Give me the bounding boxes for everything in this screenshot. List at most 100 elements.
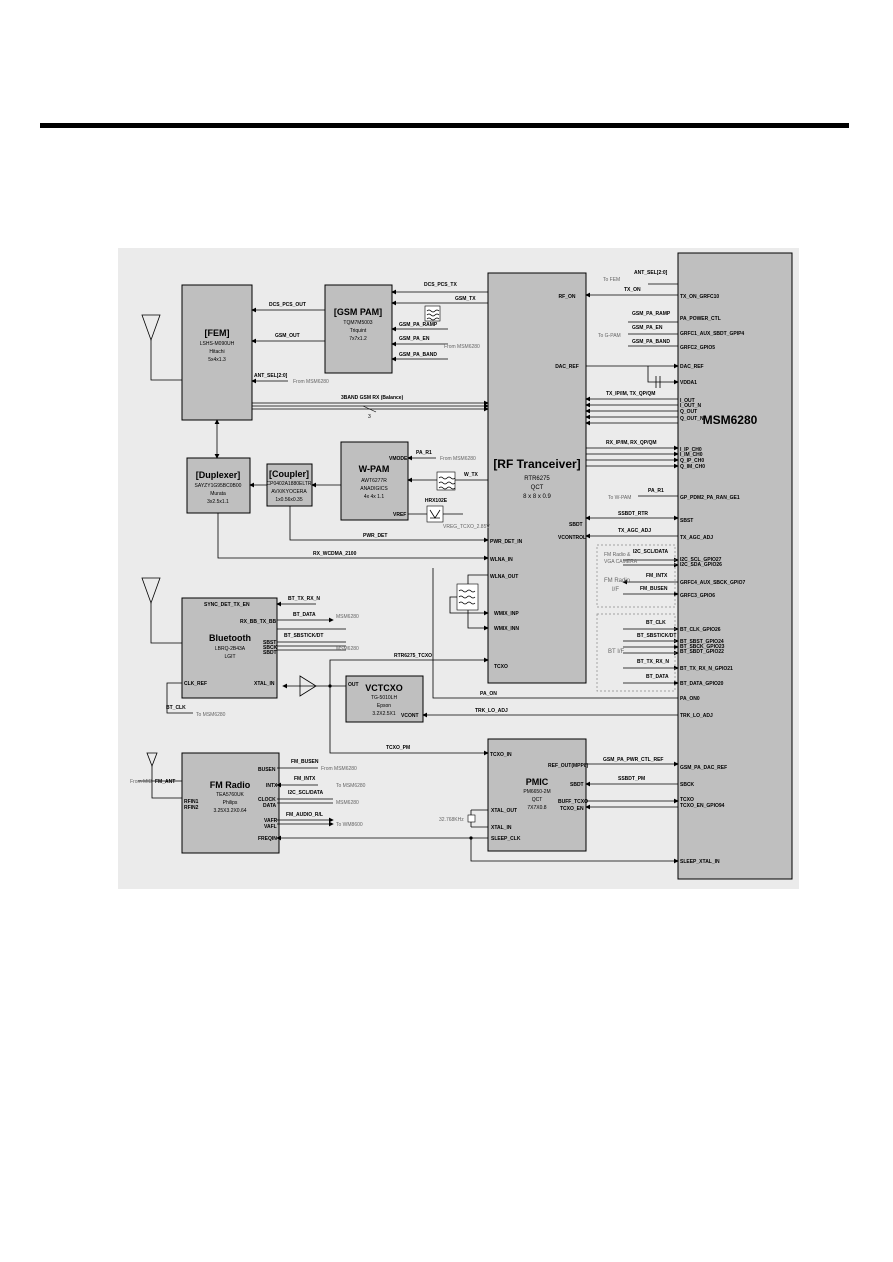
- header-rule: [40, 123, 849, 128]
- msm-pin-label: PA_POWER_CTL: [680, 316, 721, 322]
- label-tcxo-in: TCXO_IN: [490, 752, 512, 758]
- label-rx-bb: RX_BB_TX_BB: [240, 619, 277, 625]
- wpam-title: W-PAM: [359, 464, 390, 474]
- label-fm-audio: FM_AUDIO_R/L: [286, 812, 323, 818]
- bt-if-group: [596, 613, 676, 692]
- coupler-title: [Coupler]: [269, 469, 309, 479]
- gsm-pam-title: [GSM PAM]: [334, 307, 382, 317]
- fem-title: [FEM]: [205, 328, 230, 338]
- fm-radio-title: FM Radio: [210, 780, 251, 790]
- msm-pin-label: TX_AGC_ADJ: [680, 535, 713, 541]
- label-bt-tx-msm: BT_TX_RX_N: [637, 659, 669, 665]
- rf-title: [RF Tranceiver]: [493, 457, 580, 471]
- label-tcxo-rf: TCXO: [494, 664, 508, 670]
- label-bt-data: BT_DATA: [293, 612, 316, 618]
- label-gsm-out: GSM_OUT: [275, 333, 300, 339]
- msm-pin-label: TX_ON_GRFC10: [680, 294, 719, 300]
- msm-pin-label: SLEEP_XTAL_IN: [680, 859, 720, 865]
- fm-if-group: [596, 544, 676, 608]
- bluetooth-block: Bluetooth LBRQ-2B43A LGIT: [181, 597, 278, 699]
- wpam-part: AWT6277R: [361, 478, 387, 484]
- label-gsm-pa-ramp: GSM_PA_RAMP: [399, 322, 438, 328]
- vctcxo-vendor: Epson: [377, 703, 391, 709]
- label-gsm-pa-pwr: GSM_PA_PWR_CTL_REF: [603, 757, 663, 763]
- label-vcont: VCONT: [401, 713, 419, 719]
- label-bt-clk-msm: BT_CLK: [646, 620, 666, 626]
- hrx-detector-icon: HRX102E: [425, 498, 448, 523]
- pmic-block: PMIC PM6650-2M QCT 7X7X0.8: [487, 738, 587, 852]
- msm-pin-label: Q_OUT: [680, 409, 697, 415]
- pmic-title: PMIC: [526, 777, 549, 787]
- label-ant-sel-msm: ANT_SEL[2:0]: [634, 270, 668, 276]
- fm-radio-size: 3.25X3.2X0.64: [213, 808, 246, 814]
- duplexer-size: 3x2.5x1.1: [207, 499, 229, 505]
- rf-vendor: QCT: [531, 485, 544, 491]
- label-data: DATA: [263, 803, 277, 809]
- msm-pin-label: TRK_LO_ADJ: [680, 713, 713, 719]
- label-sleep-clk: SLEEP_CLK: [491, 836, 521, 842]
- label-fm-busen-msm: FM_BUSEN: [640, 586, 668, 592]
- label-fm-ant: FM_ANT: [155, 779, 175, 785]
- label-sync-det: SYNC_DET_TX_EN: [204, 602, 250, 608]
- label-vcontrol: VCONTROL: [558, 535, 586, 541]
- msm-pin-label: GRFC1_AUX_SBDT_GPIP4: [680, 331, 744, 337]
- label-tcxo-en: TCXO_EN: [560, 806, 584, 812]
- pmic-part: PM6650-2M: [523, 789, 550, 795]
- label-fm-if: FM Radio: [604, 578, 631, 584]
- msm-pin-label: VDDA1: [680, 380, 697, 386]
- label-ref-out: REF_OUT(MPP8): [548, 763, 589, 769]
- msm-pin-label: PA_ON0: [680, 696, 700, 702]
- duplexer-part: SAYZY1G95BC0B00: [195, 483, 242, 489]
- msm-pin-label: SBCK: [680, 782, 695, 788]
- msm-pin-label: Q_IP_CH0: [680, 458, 704, 464]
- gsm-pam-size: 7x7x1.2: [349, 336, 367, 342]
- label-fm-intx: FM_INTX: [294, 776, 316, 782]
- msm-pin-label: BT_SBST_GPIO24: [680, 639, 724, 645]
- fm-antenna-icon: [146, 752, 158, 768]
- label-clk-ref: CLK_REF: [184, 681, 207, 687]
- coupler-vendor: AVX/KYOCERA: [271, 489, 307, 495]
- duplexer-block: [Duplexer] SAYZY1G95BC0B00 Murata 3x2.5x…: [186, 457, 251, 514]
- label-ssbdt-pm: SSBDT_PM: [618, 776, 645, 782]
- bluetooth-part: LBRQ-2B43A: [215, 646, 246, 652]
- coupler-size: 1x0.56x0.35: [275, 497, 302, 503]
- msm-pin-label: GRFC2_GPIO5: [680, 345, 715, 351]
- label-xtal-in: XTAL_IN: [254, 681, 275, 687]
- msm-pin-label: BT_SBDT_GPIO22: [680, 649, 724, 655]
- bluetooth-vendor: LGIT: [224, 654, 235, 660]
- gsm-pam-block: [GSM PAM] TQM7M5003 Triquint 7x7x1.2: [324, 284, 393, 374]
- label-from-msm-1: From MSM6280: [444, 344, 480, 350]
- label-freqin: FREQIN: [258, 836, 277, 842]
- wpam-block: W-PAM AWT6277R ANADIGICS 4x 4x 1.1: [340, 441, 409, 521]
- label-rf-on: RF_ON: [559, 294, 576, 300]
- label-gsm-pa-en-msm: GSM_PA_EN: [632, 325, 663, 331]
- msm-pin-label: Q_IM_CH0: [680, 464, 705, 470]
- msm-pin-label: GRFC3_GPIO6: [680, 593, 715, 599]
- label-sbdt-pm: SBDT: [570, 782, 584, 788]
- label-intx: INTX: [266, 783, 278, 789]
- label-from-msm-3: From MSM6280: [440, 456, 476, 462]
- label-vref: VREF: [393, 512, 406, 518]
- label-rtr-tcxo: RTR6275_TCXO: [394, 653, 432, 659]
- label-vafr: VAFR: [264, 818, 278, 824]
- vctcxo-title: VCTCXO: [365, 683, 403, 693]
- msm-pin-label: Q_OUT_N: [680, 416, 704, 422]
- gsm-filter-icon: [424, 305, 441, 322]
- fm-radio-vendor: Philips: [223, 800, 238, 806]
- vctcxo-block: VCTCXO TG-5010LH Epson 3.2X2.5X1: [345, 675, 424, 723]
- label-trk-lo-adj: TRK_LO_ADJ: [475, 708, 508, 714]
- coupler-block: [Coupler] CP0402A1880ELTR AVX/KYOCERA 1x…: [266, 463, 313, 507]
- label-to-msm-fm: To MSM6280: [336, 783, 366, 789]
- rf-transceiver-block: [RF Tranceiver] RTR6275 QCT 8 x 8 x 0.9: [487, 272, 587, 684]
- msm-pin-label: I_OUT_N: [680, 403, 702, 409]
- label-gsm-pa-ramp-msm: GSM_PA_RAMP: [632, 311, 671, 317]
- label-wlna-out: WLNA_OUT: [490, 574, 518, 580]
- label-ssbdt-rtr: SSBDT_RTR: [618, 511, 648, 517]
- duplexer-vendor: Murata: [210, 491, 226, 497]
- label-gsm-pa-en: GSM_PA_EN: [399, 336, 430, 342]
- label-fm-busen: FM_BUSEN: [291, 759, 319, 765]
- label-busen: BUSEN: [258, 767, 276, 773]
- msm-pin-label: TCXO: [680, 797, 694, 803]
- msm-pin-label: I_IM_CH0: [680, 452, 703, 458]
